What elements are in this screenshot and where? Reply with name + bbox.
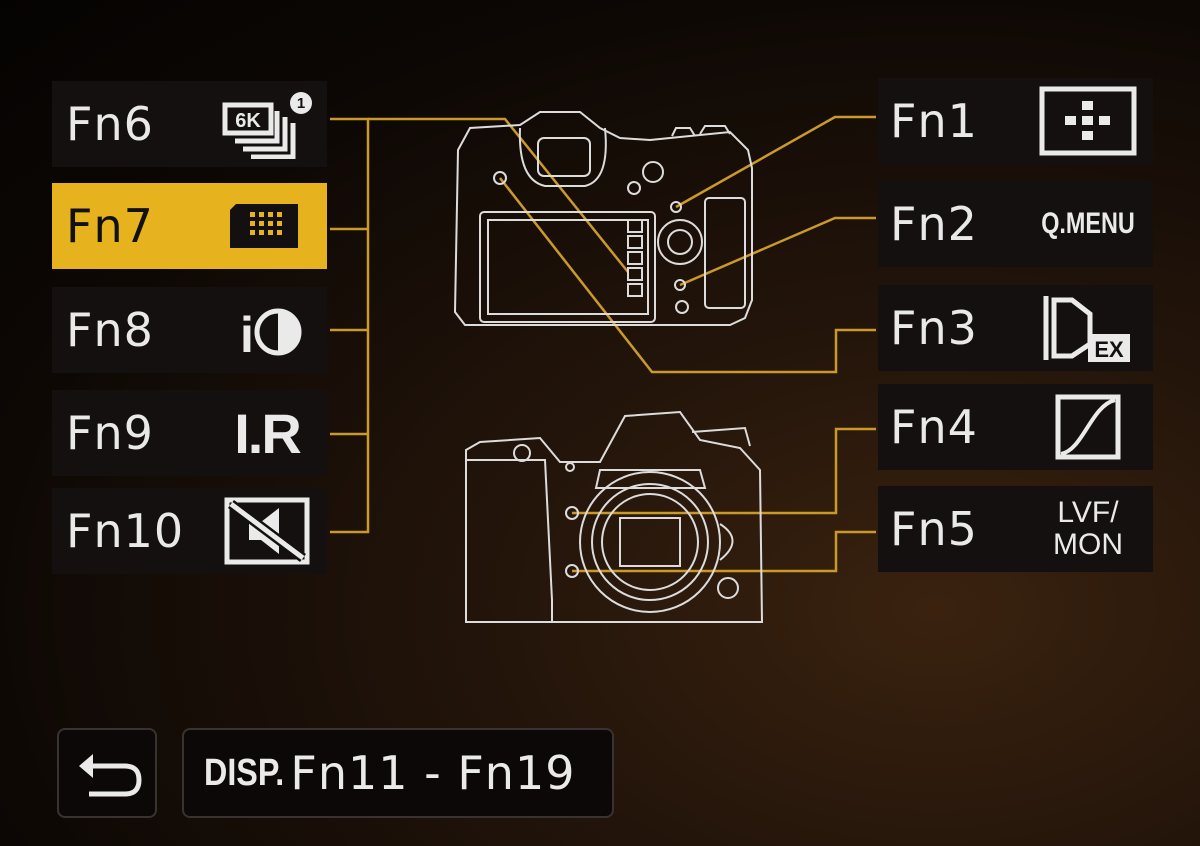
i-resolution-text: I.R	[234, 401, 302, 465]
fn3-button[interactable]: Fn3 EX	[878, 285, 1153, 371]
fn7-label: Fn7	[66, 199, 154, 253]
fn1-label: Fn1	[890, 94, 978, 148]
fn6-button[interactable]: Fn6 1 6K	[52, 81, 327, 167]
silent-mode-icon	[212, 488, 322, 574]
af-mode-icon	[1028, 78, 1148, 164]
6k-photo-burst-icon: 1 6K	[212, 81, 322, 167]
mon-text: MON	[1053, 528, 1123, 561]
back-button[interactable]	[57, 728, 157, 818]
fn3-label: Fn3	[890, 301, 978, 355]
fn5-label: Fn5	[890, 502, 978, 556]
tone-curve-icon	[1028, 384, 1148, 470]
q-menu-text: Q.MENU	[1041, 207, 1135, 240]
fn5-button[interactable]: Fn5 LVF/ MON	[878, 486, 1153, 572]
fn8-label: Fn8	[66, 303, 154, 357]
ex-text: EX	[1094, 337, 1124, 362]
fn2-label: Fn2	[890, 197, 978, 251]
i-resolution-icon: I.R	[212, 390, 322, 476]
burst-badge: 1	[297, 95, 305, 112]
6k-text: 6K	[235, 110, 261, 132]
disp-prefix: DISP.	[204, 751, 285, 794]
fn9-label: Fn9	[66, 406, 154, 460]
af-area-grid-icon	[212, 183, 322, 269]
quick-menu-icon: Q.MENU	[1028, 181, 1148, 267]
fn1-button[interactable]: Fn1	[878, 78, 1153, 164]
fn2-button[interactable]: Fn2 Q.MENU	[878, 181, 1153, 267]
return-arrow-icon	[79, 754, 142, 797]
i-dynamic-icon: i	[212, 287, 322, 373]
disp-next-page-button[interactable]: DISP. Fn11 - Fn19	[182, 728, 614, 818]
fn10-label: Fn10	[66, 504, 185, 558]
camera-front-illustration	[465, 410, 764, 623]
disp-range: Fn11 - Fn19	[290, 746, 576, 800]
lvf-text: LVF/	[1057, 496, 1119, 529]
fn4-button[interactable]: Fn4	[878, 384, 1153, 470]
lvf-mon-switch-icon: LVF/ MON	[1028, 486, 1148, 572]
fn10-button[interactable]: Fn10	[52, 488, 327, 574]
i-dynamic-text: i	[240, 307, 254, 360]
ex-tele-conv-icon: EX	[1028, 285, 1148, 371]
fn9-button[interactable]: Fn9 I.R	[52, 390, 327, 476]
fn8-button[interactable]: Fn8 i	[52, 287, 327, 373]
fn7-button[interactable]: Fn7	[52, 183, 327, 269]
fn4-label: Fn4	[890, 400, 978, 454]
fn6-label: Fn6	[66, 97, 154, 151]
camera-rear-illustration	[453, 111, 753, 326]
